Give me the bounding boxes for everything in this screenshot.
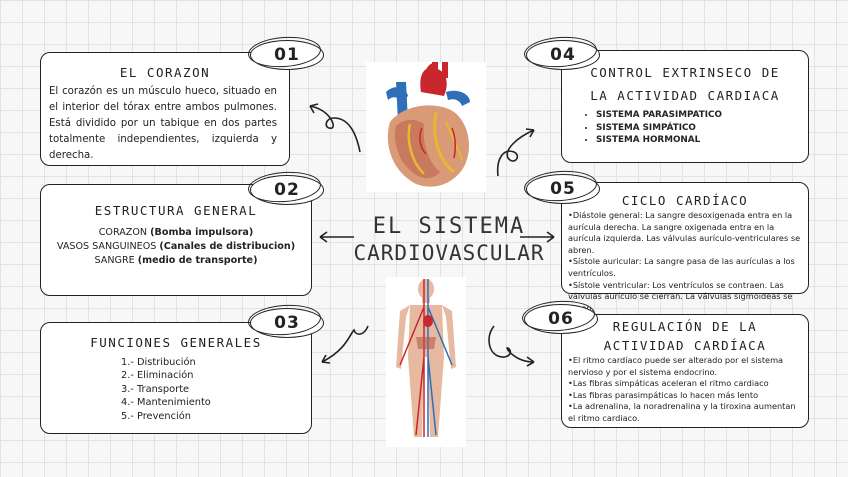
card-el-corazon: EL CORAZON El corazón es un músculo huec…: [40, 52, 290, 166]
card-control-extrinseco: CONTROL EXTRINSECO DE LA ACTIVIDAD CARDI…: [561, 50, 809, 163]
regulation-line: •Las fibras simpáticas aceleran el ritmo…: [568, 378, 802, 390]
arrow-to-04: [494, 118, 554, 178]
function-item: 2.- Eliminación: [121, 369, 311, 382]
structure-list: CORAZON (Bomba impulsora) VASOS SANGUINE…: [41, 226, 311, 268]
badge-01: 01: [250, 40, 324, 70]
card-funciones-generales: FUNCIONES GENERALES 1.- Distribución 2.-…: [40, 322, 312, 434]
control-item: SISTEMA SIMPÁTICO: [596, 122, 808, 135]
regulation-line: •El ritmo cardíaco puede ser alterado po…: [568, 355, 802, 378]
function-item: 5.- Prevención: [121, 410, 311, 423]
card-title: EL CORAZON: [41, 65, 289, 80]
cycle-text: •Diástole general: La sangre desoxigenad…: [562, 208, 808, 314]
arrow-to-05: [518, 230, 558, 244]
structure-row: VASOS SANGUINEOS (Canales de distribucio…: [41, 240, 311, 254]
structure-row: CORAZON (Bomba impulsora): [41, 226, 311, 240]
cycle-line: •Sístole auricular: La sangre pasa de la…: [568, 256, 802, 279]
structure-label: VASOS SANGUINEOS: [57, 241, 160, 252]
badge-05: 05: [526, 174, 600, 204]
card-title-line2: ACTIVIDAD CARDÍACA: [562, 338, 808, 353]
arrow-to-06: [484, 322, 540, 368]
card-title: FUNCIONES GENERALES: [41, 335, 311, 350]
cycle-line: •Sístole ventricular: Los ventrículos se…: [568, 280, 802, 315]
control-item: SISTEMA HORMONAL: [596, 134, 808, 147]
card-ciclo-cardiaco: CICLO CARDÍACO •Diástole general: La san…: [561, 182, 809, 294]
structure-row: SANGRE (medio de transporte): [41, 254, 311, 268]
control-list: SISTEMA PARASIMPATICO SISTEMA SIMPÁTICO …: [580, 109, 808, 147]
structure-detail: (medio de transporte): [138, 255, 258, 266]
card-regulacion: REGULACIÓN DE LA ACTIVIDAD CARDÍACA •El …: [561, 314, 809, 428]
function-item: 4.- Mantenimiento: [121, 396, 311, 409]
circulatory-body-illustration: [386, 277, 466, 447]
badge-04: 04: [526, 40, 600, 70]
function-item: 1.- Distribución: [121, 356, 311, 369]
arrow-to-02: [316, 230, 356, 244]
badge-02: 02: [250, 175, 324, 205]
regulation-text: •El ritmo cardíaco puede ser alterado po…: [562, 353, 808, 425]
regulation-line: •La adrenalina, la noradrenalina y la ti…: [568, 401, 802, 424]
card-text: El corazón es un músculo hueco, situado …: [41, 80, 289, 164]
structure-label: CORAZON: [99, 227, 150, 238]
arrow-to-01: [300, 96, 364, 160]
structure-label: SANGRE: [95, 255, 138, 266]
control-item: SISTEMA PARASIMPATICO: [596, 109, 808, 122]
functions-list: 1.- Distribución 2.- Eliminación 3.- Tra…: [41, 356, 311, 423]
regulation-line: •Las fibras parasimpáticas lo hacen más …: [568, 390, 802, 402]
structure-detail: (Canales de distribucion): [159, 241, 295, 252]
structure-detail: (Bomba impulsora): [150, 227, 253, 238]
card-title: ESTRUCTURA GENERAL: [41, 203, 311, 218]
card-title-line2: LA ACTIVIDAD CARDIACA: [562, 88, 808, 103]
card-title-line1: REGULACIÓN DE LA: [562, 319, 808, 334]
heart-illustration: [366, 62, 486, 192]
badge-03: 03: [250, 308, 324, 338]
cycle-line: •Diástole general: La sangre desoxigenad…: [568, 210, 802, 256]
card-title: CICLO CARDÍACO: [562, 193, 808, 208]
arrow-to-03: [316, 322, 372, 368]
function-item: 3.- Transporte: [121, 383, 311, 396]
card-title-line1: CONTROL EXTRINSECO DE: [562, 65, 808, 80]
